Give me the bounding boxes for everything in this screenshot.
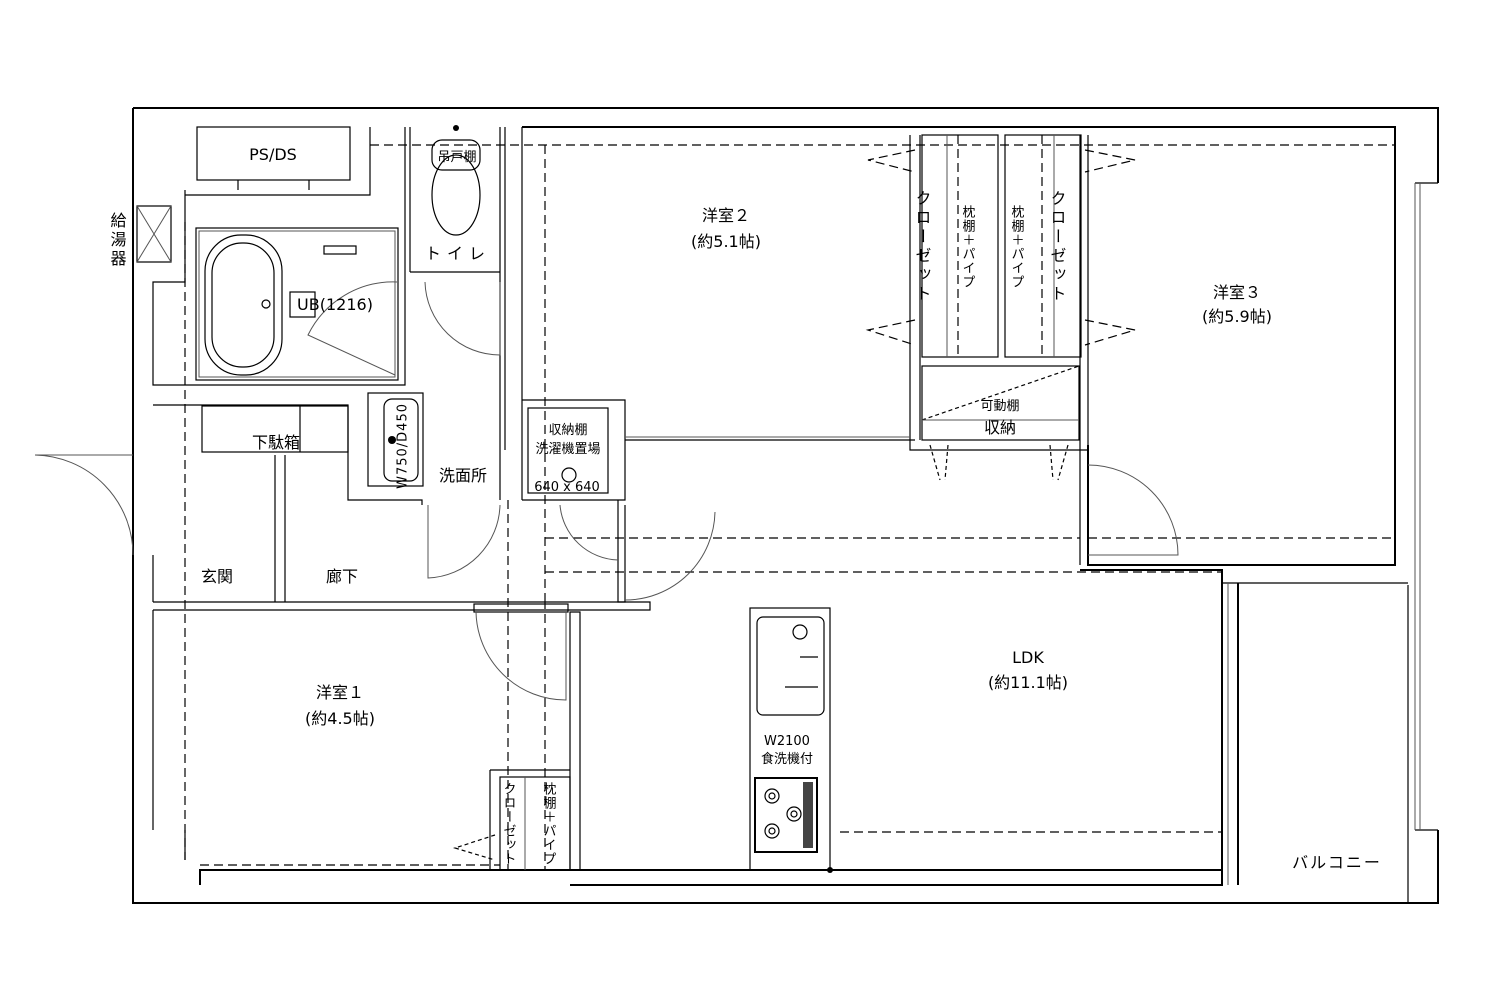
room-1: 洋室１ (約4.5帖) クローゼット 枕棚＋パイプ [305, 603, 571, 871]
vanity: W750/D450 洗面所 [367, 392, 501, 579]
vanity-size-label: W750/D450 [396, 403, 411, 489]
laundry-size-label: 640 x 640 [534, 480, 600, 495]
water-heater: 給湯器 [108, 205, 172, 269]
laundry-shelf-label: 収納棚 [548, 423, 587, 438]
entrance-door: 玄関 廊下 [34, 454, 358, 586]
ldk-name: LDK [1012, 648, 1044, 667]
closet-label-room1: クローゼット [501, 782, 517, 866]
toilet-cabinet-label: 吊戸棚 [437, 150, 476, 165]
washroom-label: 洗面所 [439, 466, 487, 485]
balcony-label: バルコニー [1292, 853, 1382, 872]
room-2: 洋室２ (約5.1帖) [625, 206, 910, 438]
ps-ds-label: PS/DS [249, 145, 297, 164]
toilet-label: トイレ [425, 244, 491, 263]
outer-walls [132, 107, 1439, 904]
movable-shelf-label: 可動棚 [980, 399, 1019, 414]
entrance-label: 玄関 [201, 567, 233, 586]
ldk-size: (約11.1帖) [988, 673, 1068, 692]
room-3: 洋室３ (約5.9帖) [1087, 283, 1272, 556]
room-3-size: (約5.9帖) [1202, 307, 1272, 326]
shelf-pipe-label-room1: 枕棚＋パイプ [541, 782, 557, 866]
kitchen-width-label: W2100 [764, 734, 810, 749]
laundry-area: 収納棚 洗濯機置場 640 x 640 [527, 407, 716, 601]
balcony: バルコニー [1292, 853, 1382, 872]
closets-room2-room3: クローゼット 枕棚＋パイプ 枕棚＋パイプ クローゼット 可動棚 収納 [865, 134, 1136, 481]
shelf-pipe-label-room2: 枕棚＋パイプ [960, 205, 976, 289]
unit-bath: UB(1216) [195, 227, 399, 381]
ps-ds-shaft: PS/DS [196, 126, 351, 190]
kitchen-counter: W2100 食洗機付 [749, 607, 833, 873]
laundry-space-label: 洗濯機置場 [535, 442, 600, 457]
storage-label: 収納 [984, 418, 1016, 437]
corridor-label: 廊下 [326, 567, 358, 586]
toilet: 吊戸棚 トイレ [424, 125, 501, 356]
room-2-name: 洋室２ [702, 206, 750, 225]
ldk: LDK (約11.1帖) [988, 583, 1229, 885]
closet-label-room3: クローゼット [1048, 190, 1067, 304]
dishwasher-label: 食洗機付 [761, 751, 813, 767]
room-2-size: (約5.1帖) [691, 232, 761, 251]
closet-label-room2: クローゼット [913, 190, 932, 304]
shoe-box: 下駄箱 [201, 405, 349, 453]
room-1-size: (約4.5帖) [305, 709, 375, 728]
interior-walls [152, 126, 1408, 886]
room-3-name: 洋室３ [1213, 283, 1261, 302]
shoe-box-label: 下駄箱 [252, 433, 300, 452]
water-heater-label: 給湯器 [108, 212, 127, 269]
unit-bath-label: UB(1216) [297, 295, 373, 314]
shelf-pipe-label-room3: 枕棚＋パイプ [1009, 205, 1025, 289]
ceiling-beam-lines [184, 144, 1396, 870]
room-1-name: 洋室１ [316, 683, 364, 702]
